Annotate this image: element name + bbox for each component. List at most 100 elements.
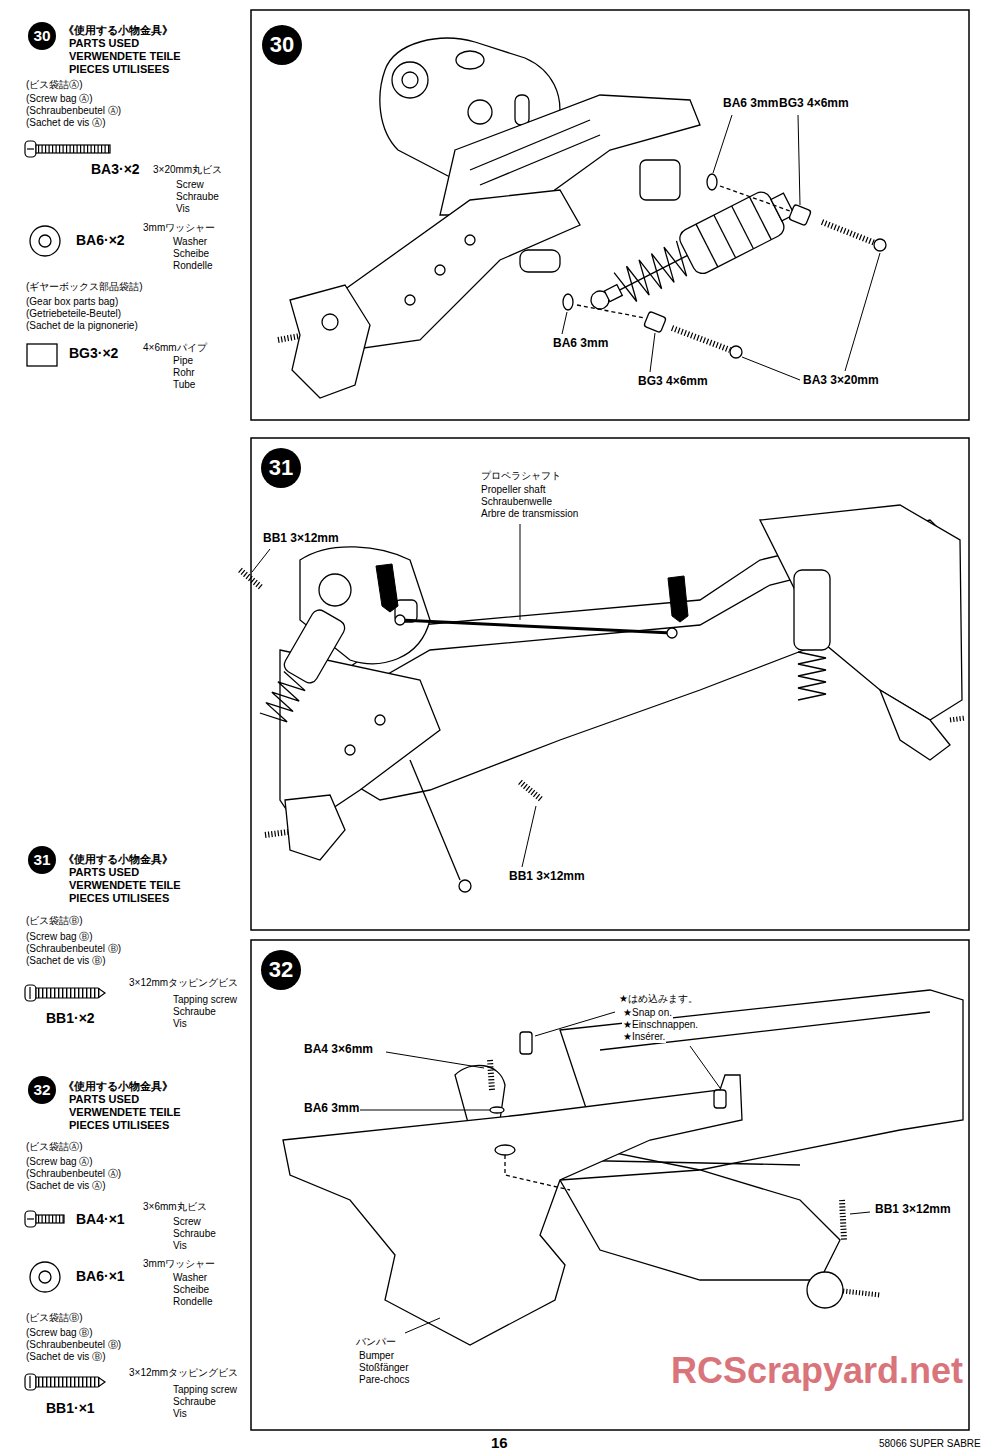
chassis-drawing bbox=[880, 690, 950, 760]
callout-label: ★Snap on. bbox=[622, 1007, 673, 1019]
chassis-drawing bbox=[319, 574, 351, 606]
parts-note: (ビス袋詰Ⓑ) bbox=[25, 915, 84, 927]
parts-note: Scheibe bbox=[172, 248, 210, 260]
rear-suspension-drawing bbox=[480, 135, 600, 185]
callout-label: ★はめ込みます。 bbox=[618, 993, 699, 1005]
washer-icon bbox=[39, 1271, 51, 1283]
chassis-drawing bbox=[794, 570, 830, 700]
part-code: BA6·×2 bbox=[75, 232, 126, 248]
parts-note: (ビス袋詰Ⓐ) bbox=[25, 79, 84, 91]
parts-note: (Sachet de vis Ⓑ) bbox=[25, 955, 106, 967]
rear-suspension-drawing bbox=[563, 294, 573, 310]
screw-icon bbox=[27, 148, 34, 149]
rear-suspension-drawing bbox=[456, 51, 484, 69]
parts-note: Schraube bbox=[175, 191, 220, 203]
tapping-screw-icon bbox=[25, 985, 105, 1001]
parts-note: (Screw bag Ⓐ) bbox=[25, 93, 94, 105]
chassis-drawing bbox=[256, 607, 347, 729]
callout-label: BB1 3×12mm bbox=[262, 532, 340, 546]
parts-note: Schraube bbox=[172, 1006, 217, 1018]
rear-suspension-drawing bbox=[676, 189, 787, 277]
rear-suspension-drawing bbox=[577, 305, 645, 318]
parts-note: (ギヤーボックス部品袋詰) bbox=[25, 281, 144, 293]
rear-suspension-drawing bbox=[720, 186, 790, 211]
screw-icon bbox=[36, 1215, 64, 1223]
leader-line bbox=[845, 253, 880, 371]
part-code: BB1·×2 bbox=[45, 1010, 96, 1026]
rear-suspension-drawing bbox=[405, 295, 415, 305]
screw-icon bbox=[27, 1218, 34, 1219]
callout-label: Bumper bbox=[358, 1350, 395, 1362]
part-code: BG3·×2 bbox=[68, 345, 119, 361]
chassis-drawing bbox=[375, 715, 385, 725]
chassis-drawing bbox=[395, 615, 405, 625]
parts-note: Screw bbox=[175, 179, 205, 191]
tapping-screw-icon bbox=[38, 1377, 100, 1387]
parts-note: Screw bbox=[172, 1216, 202, 1228]
screw-icon bbox=[25, 141, 110, 157]
screw-icon bbox=[25, 1211, 64, 1227]
rear-suspension-drawing bbox=[730, 346, 742, 358]
chassis-drawing bbox=[285, 795, 345, 860]
part-code: BA4·×1 bbox=[75, 1211, 126, 1227]
leader-line bbox=[798, 115, 800, 205]
pipe-icon bbox=[27, 344, 57, 366]
step-number: 31 bbox=[33, 852, 50, 867]
parts-note: 3mmワッシャー bbox=[142, 222, 216, 234]
parts-heading: PARTS USED bbox=[68, 1093, 140, 1106]
parts-note: 3×20mm丸ビス bbox=[152, 164, 223, 176]
washer-icon bbox=[39, 235, 51, 247]
washer-icon bbox=[30, 1262, 60, 1292]
parts-note: Washer bbox=[172, 1272, 208, 1284]
callout-label: BA6 3mm bbox=[303, 1102, 360, 1116]
rear-suspension-drawing bbox=[435, 265, 445, 275]
rear-suspension-drawing bbox=[520, 250, 560, 272]
parts-heading: PARTS USED bbox=[68, 37, 140, 50]
leader-line bbox=[358, 1110, 490, 1111]
tapping-screw-icon bbox=[25, 1374, 36, 1390]
bumper-drawing bbox=[490, 1107, 504, 1113]
parts-heading: 《使用する小物金具》 bbox=[62, 853, 174, 866]
parts-note: (Schraubenbeutel Ⓐ) bbox=[25, 1168, 122, 1180]
chassis-drawing bbox=[798, 652, 826, 700]
rear-suspension-drawing bbox=[278, 336, 300, 340]
parts-note: 3×6mm丸ビス bbox=[142, 1201, 208, 1213]
leader-line bbox=[650, 333, 655, 372]
step-circle: 32 bbox=[261, 950, 301, 990]
callout-label: BA6 3mm bbox=[722, 97, 779, 111]
parts-heading: PIECES UTILISEES bbox=[68, 63, 170, 76]
parts-note: Vis bbox=[172, 1240, 188, 1252]
rear-suspension-drawing bbox=[874, 239, 886, 251]
washer-icon bbox=[30, 226, 60, 256]
tapping-screw-icon bbox=[29, 1376, 30, 1388]
rear-suspension-drawing bbox=[714, 215, 736, 258]
leader-line bbox=[713, 115, 732, 173]
chassis-drawing bbox=[410, 760, 460, 880]
rear-suspension-drawing bbox=[640, 160, 680, 200]
rear-suspension-drawing bbox=[322, 314, 338, 330]
washer-icon bbox=[30, 1262, 60, 1292]
step-circle: 30 bbox=[262, 25, 302, 65]
rear-suspension-drawing bbox=[789, 204, 812, 226]
callout-label: Propeller shaft bbox=[480, 484, 546, 496]
parts-note: 4×6mmパイプ bbox=[142, 342, 208, 354]
parts-note: Rohr bbox=[172, 367, 196, 379]
chassis-drawing bbox=[260, 671, 308, 727]
parts-heading: 《使用する小物金具》 bbox=[62, 1080, 174, 1093]
grease-tube bbox=[376, 564, 688, 622]
chassis-drawing bbox=[667, 628, 677, 638]
parts-heading: VERWENDETE TEILE bbox=[68, 879, 182, 892]
rear-suspension-drawing bbox=[468, 100, 492, 124]
parts-note: Vis bbox=[172, 1408, 188, 1420]
parts-note: (Getriebeteile-Beutel) bbox=[25, 308, 122, 320]
parts-note: (Sachet de vis Ⓑ) bbox=[25, 1351, 106, 1363]
washer-icon bbox=[30, 226, 60, 256]
bumper-drawing bbox=[714, 1090, 726, 1108]
callout-label: Pare-chocs bbox=[358, 1374, 411, 1386]
step-number: 31 bbox=[269, 457, 293, 479]
leader-line bbox=[535, 1012, 615, 1036]
rear-suspension-drawing bbox=[581, 182, 800, 325]
leader-line bbox=[742, 357, 800, 380]
